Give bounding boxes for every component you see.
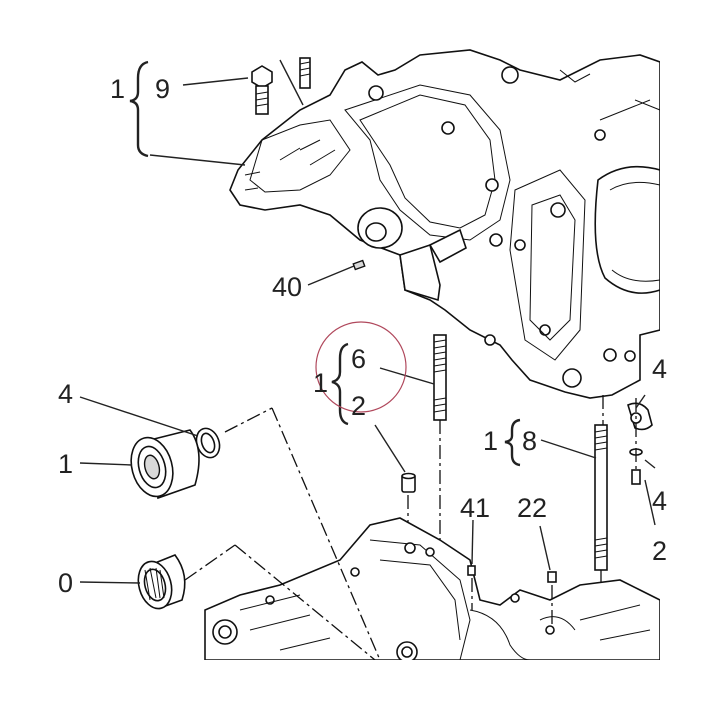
pin-40 [352, 259, 366, 271]
callout-bolt-9: 9 [155, 74, 170, 104]
callout-dowel-2: 2 [351, 391, 366, 421]
right-crop-margin [660, 0, 720, 720]
callout-right-edge-4a: 4 [652, 354, 667, 384]
brace-top-group [129, 60, 149, 158]
callout-needle-bearing-0: 0 [58, 568, 73, 598]
callout-seal-4: 4 [58, 379, 73, 409]
callout-group-mid-qty: 1 [313, 368, 328, 398]
brace-right-group [504, 418, 521, 467]
needle-bearing-0 [137, 554, 186, 610]
dowel-2 [401, 472, 416, 545]
callout-right-edge-4b: 4 [652, 486, 667, 516]
callout-pin-40: 40 [272, 272, 302, 302]
ball-bearing-1 [130, 429, 200, 500]
stud-top [279, 57, 311, 106]
upper-crankcase-housing [229, 49, 661, 399]
callout-group-top-qty: 1 [110, 74, 125, 104]
lower-crankcase-housing [204, 517, 661, 663]
callout-dowel-41: 41 [460, 493, 490, 523]
bottom-crop-margin [0, 660, 720, 720]
callout-stud-8: 8 [522, 426, 537, 456]
callout-right-edge-2: 2 [652, 536, 667, 566]
callout-group-right-qty: 1 [483, 426, 498, 456]
callout-bearing-1: 1 [58, 449, 73, 479]
bolt-9 [251, 65, 273, 115]
callout-dowel-22: 22 [517, 493, 547, 523]
dowel-41 [467, 565, 476, 576]
highlight-circle [315, 321, 407, 413]
callout-stud-6: 6 [351, 344, 366, 374]
right-edge-fasteners [627, 398, 653, 485]
brace-mid-group [331, 342, 349, 426]
dowel-22 [547, 571, 557, 583]
leader-lines [79, 77, 656, 584]
assembly-center-lines [184, 407, 381, 661]
